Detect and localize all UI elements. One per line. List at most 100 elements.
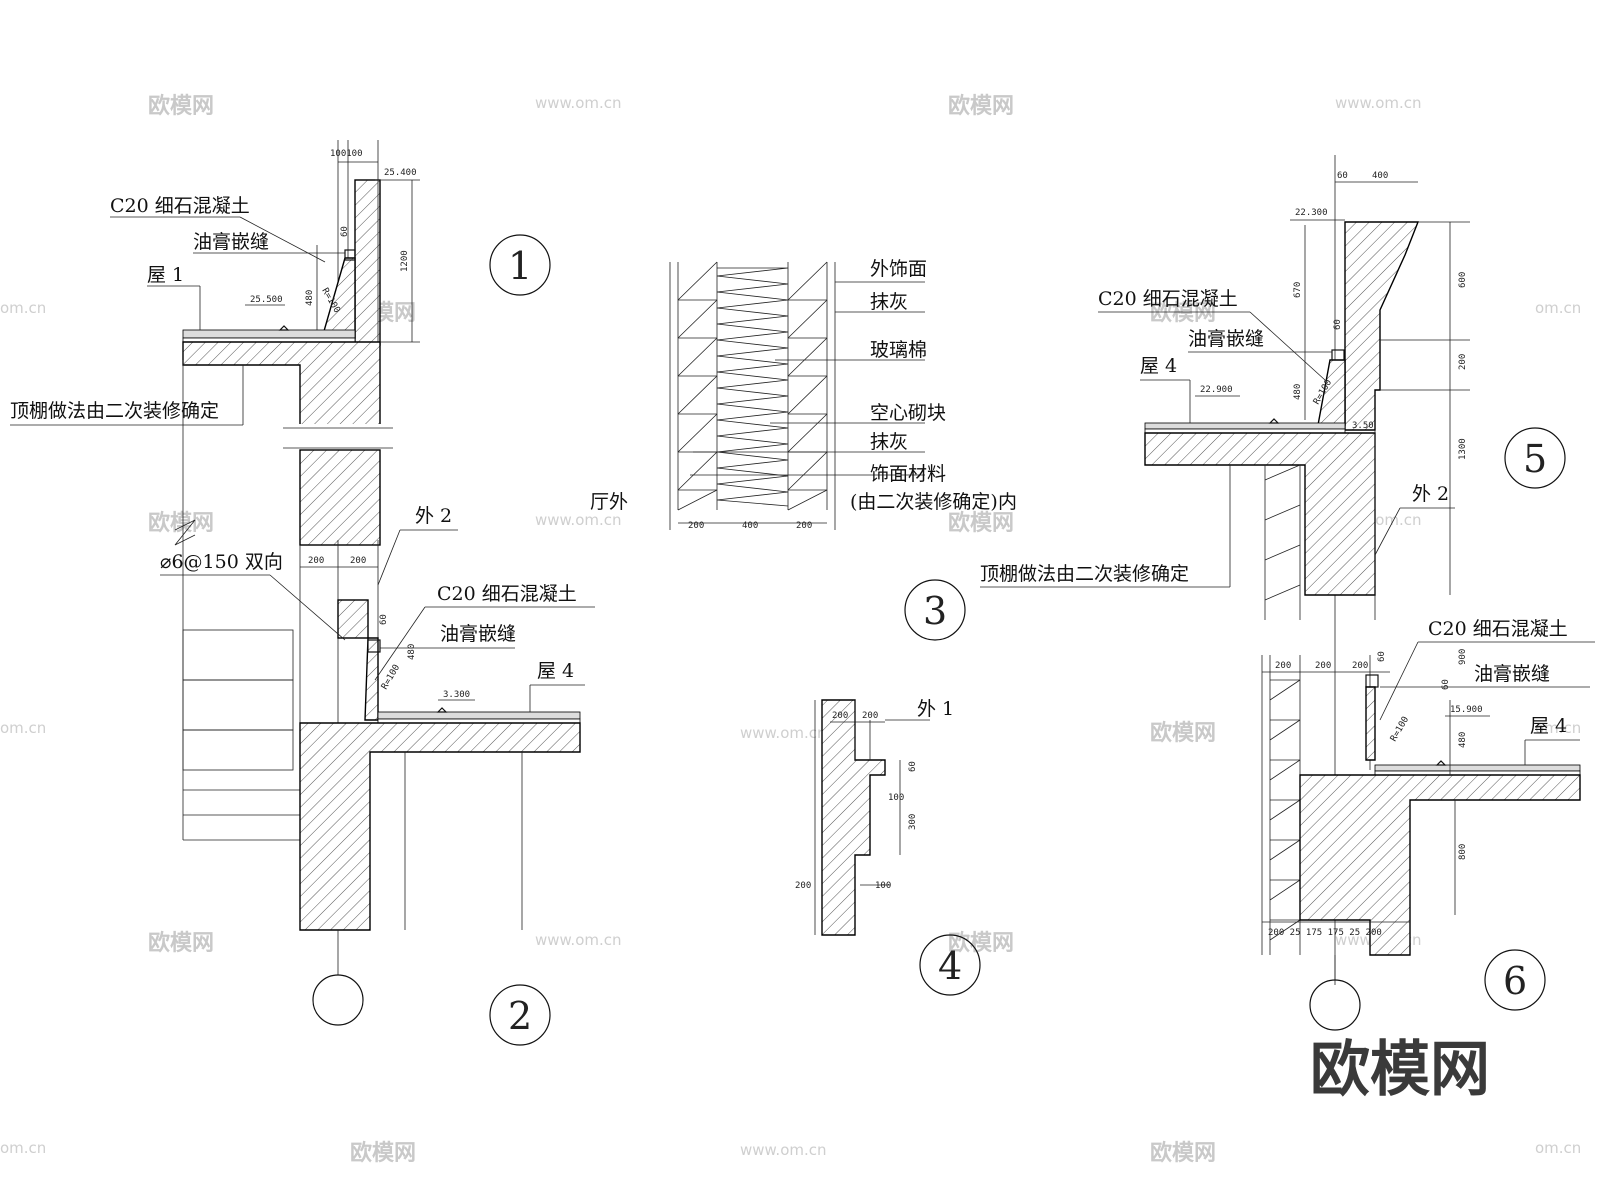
wall-section (821, 699, 886, 936)
label-rebar: ⌀6@150 双向 (160, 551, 283, 573)
watermark-brand: 欧模网 (948, 93, 1014, 119)
dim-text: 480 (1293, 384, 1303, 400)
dim-text: 800 (1458, 844, 1468, 860)
dim-text: 25.400 (384, 168, 417, 178)
dim-text: 900 (1458, 649, 1468, 665)
watermark-site: www.om.cn (535, 511, 622, 529)
dim-text: 1200 (400, 250, 410, 272)
label-wall: 外 2 (415, 505, 452, 527)
detail-number: 6 (1503, 959, 1527, 1003)
watermark-site: om.cn (0, 1139, 46, 1157)
label-ceiling: 顶棚做法由二次装修确定 (980, 563, 1189, 585)
dim-text: 60 (1333, 319, 1343, 330)
dim-text: 1300 (1458, 438, 1468, 460)
label-wall: 外 2 (1412, 483, 1449, 505)
label-c20: C20 细石混凝土 (1428, 618, 1568, 640)
detail-number-circle (489, 234, 551, 296)
cant-strip (1365, 686, 1376, 761)
layer-4: 空心砌块 (870, 402, 946, 424)
detail-number-circle (904, 579, 966, 641)
dim-text: 15.900 (1450, 705, 1483, 715)
dim-text: 60 (379, 614, 389, 625)
layer-2: 抹灰 (870, 291, 908, 313)
detail-number: 4 (938, 944, 962, 988)
label-c20: C20 细石混凝土 (110, 195, 250, 217)
grid-axis-bubble (312, 974, 364, 1026)
dim-text: 3.50 (1352, 421, 1374, 431)
layer-note: (由二次装修确定) (850, 491, 998, 513)
dim-text: 60 (1441, 679, 1451, 690)
label-roof: 屋 1 (147, 264, 184, 286)
detail-number-circle (919, 934, 981, 996)
dim-text: 200 (1275, 661, 1291, 671)
detail-number: 1 (508, 244, 532, 288)
dim-text: 60 (1337, 171, 1348, 181)
dim-text: 400 (742, 521, 758, 531)
dim-text: 200 25 175 175 25 200 (1268, 928, 1382, 938)
dim-text: 100 (875, 881, 891, 891)
label-c20: C20 细石混凝土 (1098, 288, 1238, 310)
label-roof: 屋 4 (537, 660, 574, 682)
watermark-site: om.cn (0, 719, 46, 737)
dim-text: 100 (888, 793, 904, 803)
label-seal: 油膏嵌缝 (1188, 327, 1264, 350)
watermark-site: www.om.cn (535, 94, 622, 112)
detail-6: 200 200 200 60 60 900 480 R=100 15.900 8… (1261, 618, 1595, 1031)
detail-3: 外饰面 抹灰 玻璃棉 空心砌块 抹灰 饰面材料 (由二次装修确定) 内 厅外 2… (590, 258, 1017, 641)
dim-text: R=100 (1389, 715, 1411, 743)
dim-text: 3.300 (443, 690, 470, 700)
dim-text: 22.300 (1295, 208, 1328, 218)
layer-6: 饰面材料 (870, 463, 946, 485)
dim-text: 600 (1458, 272, 1468, 288)
detail-2: 200 200 60 480 R=100 3.300 外 2 ⌀6@150 双向… (160, 360, 595, 1046)
detail-1: 100100 25.400 1200 480 60 R=100 25.500 C… (10, 140, 551, 546)
dim-text: 480 (1458, 732, 1468, 748)
dim-text: 200 (1352, 661, 1368, 671)
watermark-site: om.cn (0, 299, 46, 317)
dim-text: 60 (908, 761, 918, 772)
dim-text: 22.900 (1200, 385, 1233, 395)
layer-1: 外饰面 (870, 258, 927, 280)
watermark-brand: 欧模网 (350, 1140, 416, 1166)
label-seal: 油膏嵌缝 (440, 622, 516, 645)
watermark-brand: 欧模网 (1150, 1140, 1216, 1166)
brand-logo: 欧模网 (1310, 1035, 1490, 1105)
watermark-brand: 欧模网 (948, 930, 1014, 956)
detail-number-circle (1484, 949, 1546, 1011)
label-inside: 内 (998, 491, 1017, 513)
label-roof: 屋 4 (1140, 355, 1177, 377)
dim-text: 200 (796, 521, 812, 531)
watermark-brand: 欧模网 (1150, 720, 1216, 746)
watermark-site: www.om.cn (535, 931, 622, 949)
wall-lower (299, 449, 381, 546)
dim-text: 60 (1377, 651, 1387, 662)
grid-axis-bubble (1309, 979, 1361, 1031)
label-outside: 厅外 (590, 491, 628, 513)
dim-text: 200 (795, 881, 811, 891)
detail-number: 5 (1523, 437, 1547, 481)
dim-text: 480 (305, 290, 315, 306)
label-roof: 屋 4 (1530, 715, 1567, 737)
detail-number: 3 (923, 589, 947, 633)
detail-number-circle (489, 984, 551, 1046)
watermark-site: www.om.cn (740, 724, 827, 742)
dim-text: 200 (688, 521, 704, 531)
dim-text: 200 (1458, 354, 1468, 370)
dim-text: 300 (908, 814, 918, 830)
label-seal: 油膏嵌缝 (193, 230, 269, 253)
watermark-brand: 欧模网 (148, 510, 214, 536)
watermark-brand: 欧模网 (1150, 300, 1216, 326)
dim-text: 670 (1293, 282, 1303, 298)
dim-text: 200 (832, 711, 848, 721)
label-ceiling: 顶棚做法由二次装修确定 (10, 400, 219, 422)
dim-text: 400 (1372, 171, 1388, 181)
dim-text: 200 (308, 556, 324, 566)
watermarks: 欧模网 www.om.cn 欧模网 www.om.cn om.cn 欧模网 欧模… (0, 93, 1581, 1166)
roof-slab (1299, 774, 1581, 956)
dim-text: 100100 (330, 149, 363, 159)
dim-text: 60 (340, 226, 350, 237)
watermark-brand: 欧模网 (148, 93, 214, 119)
layer-3: 玻璃棉 (870, 339, 927, 361)
watermark-site: om.cn (1535, 719, 1581, 737)
